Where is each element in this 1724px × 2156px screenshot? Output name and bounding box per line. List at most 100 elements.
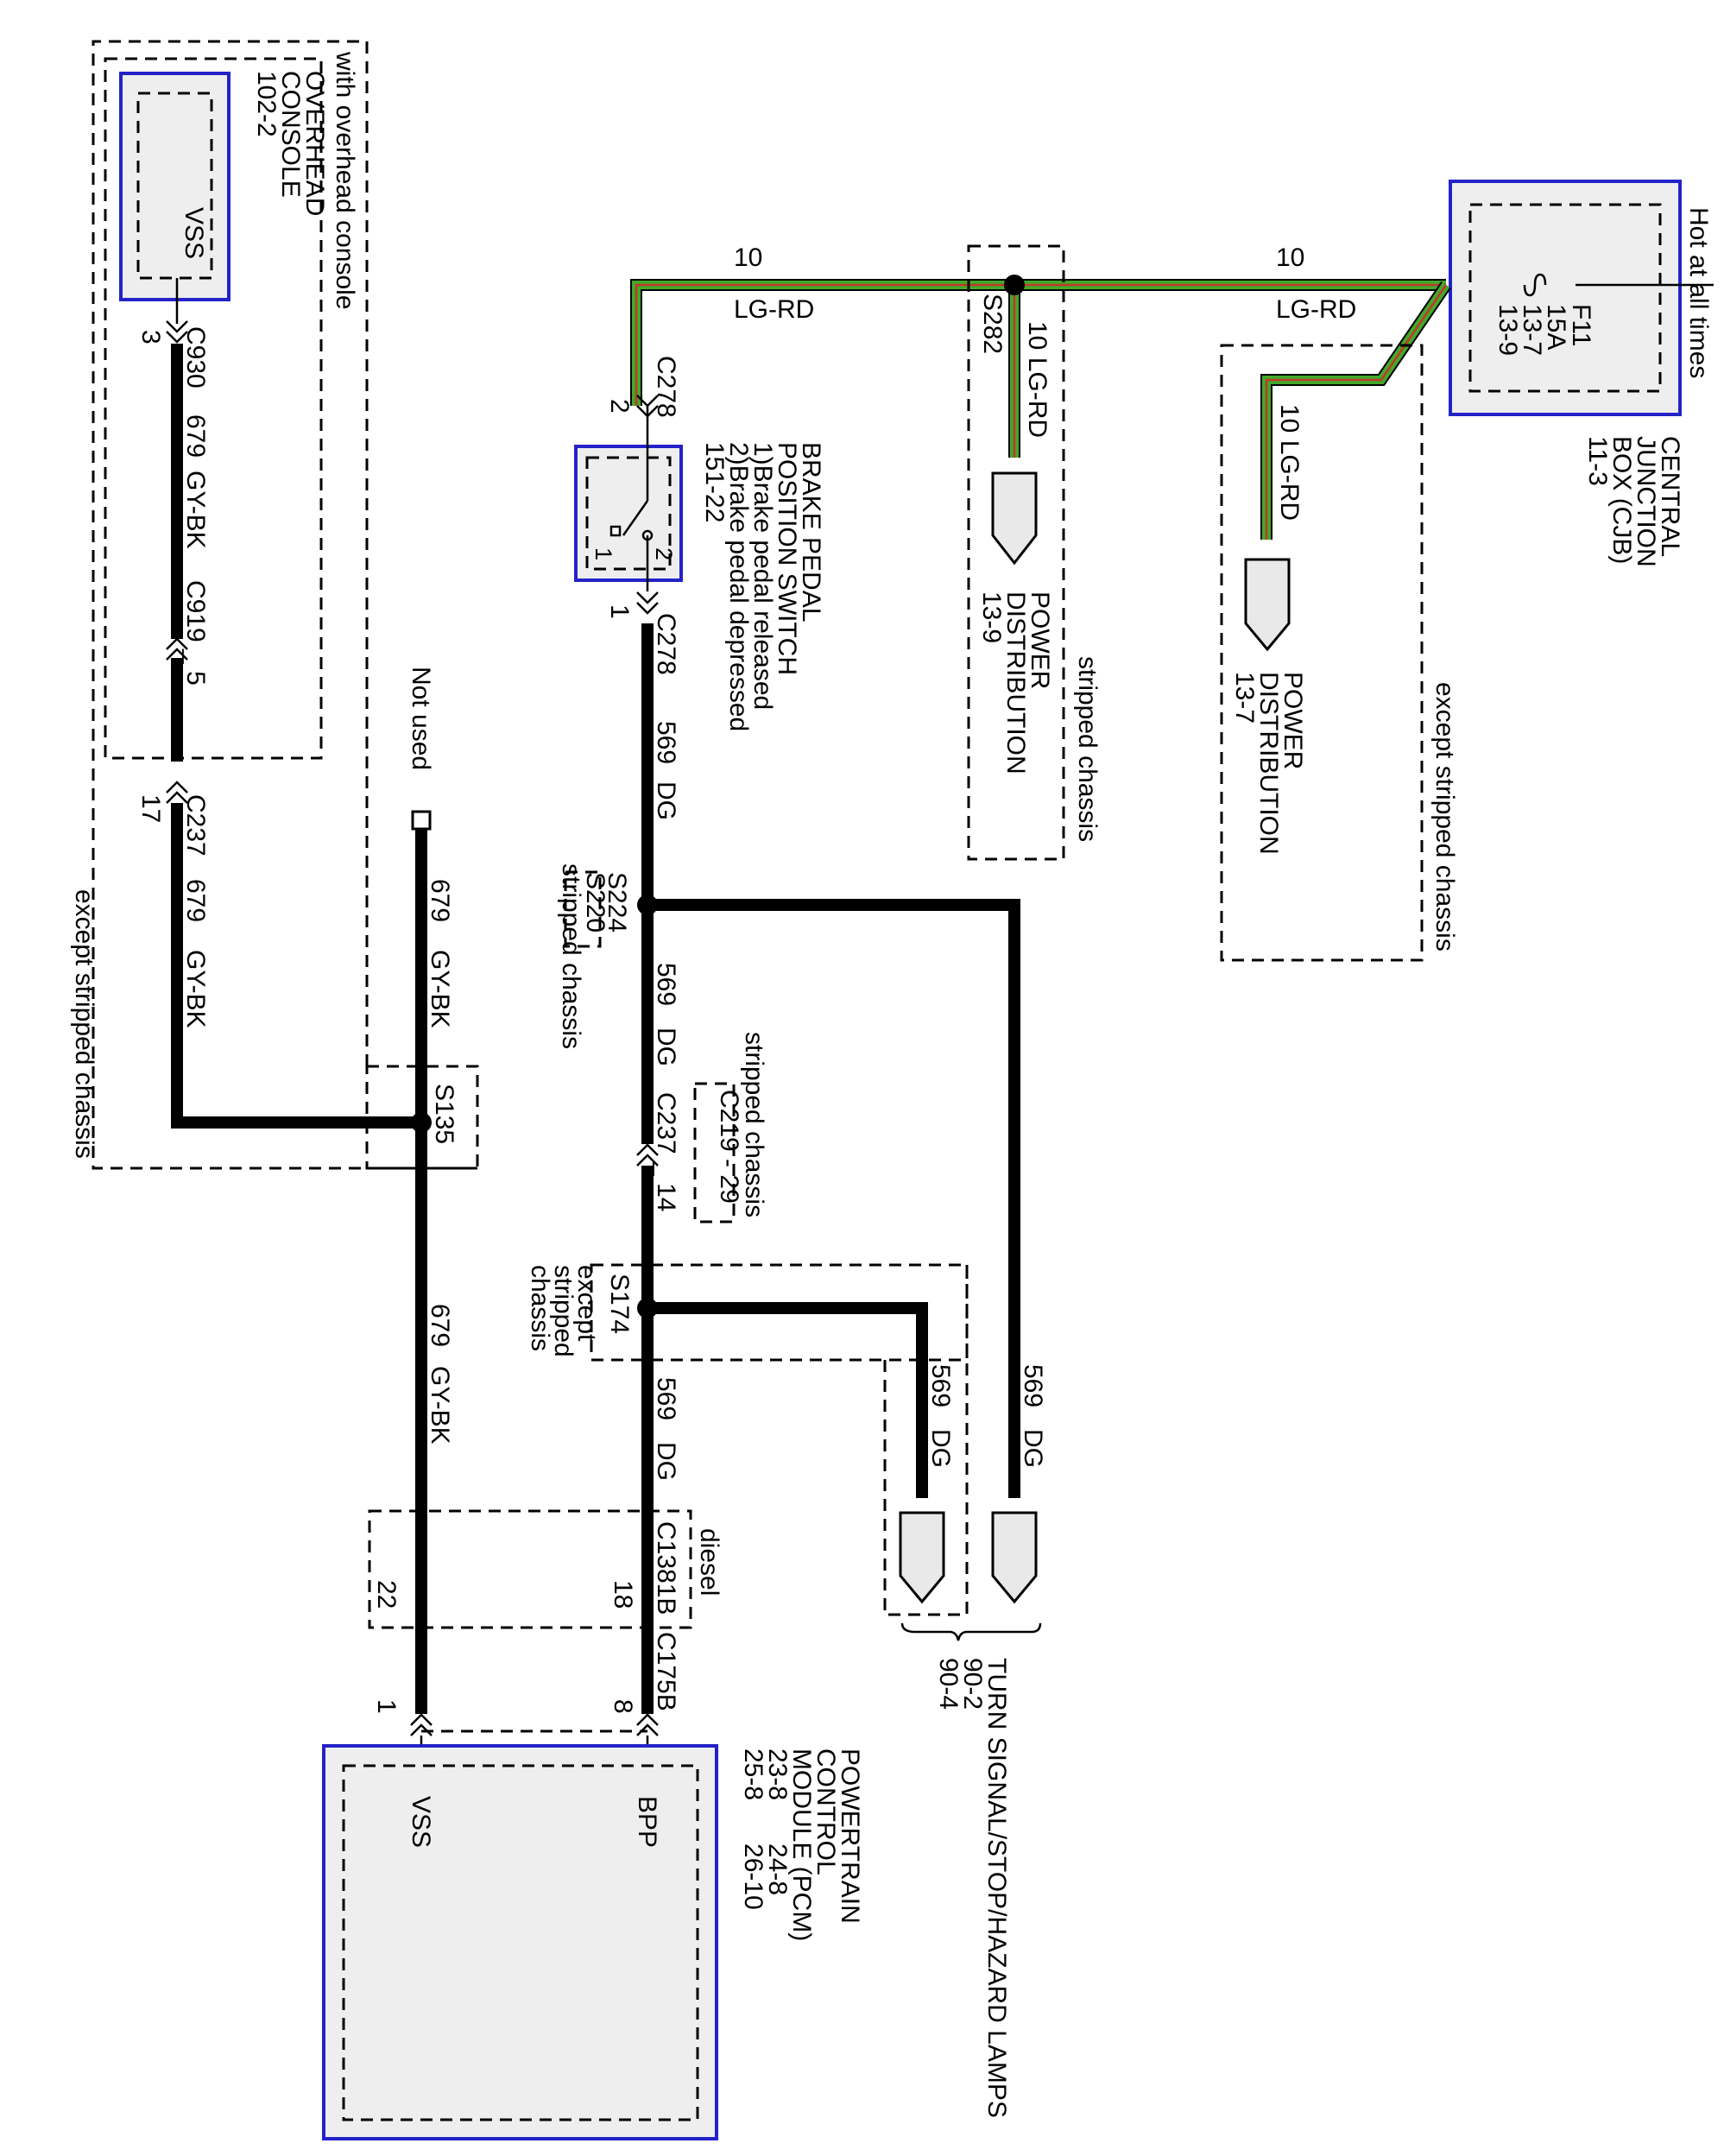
s174-note-line-1: except xyxy=(572,1265,601,1342)
switch-pin-1: 1 xyxy=(590,547,616,560)
feed-color-right: LG-RD xyxy=(1276,295,1356,324)
pcm-refs-row-2: 25-8 26-10 xyxy=(739,1748,767,1910)
c278-top-pin: 2 xyxy=(605,399,634,414)
overhead-name-line-2: CONSOLE xyxy=(276,71,305,198)
power-dist-stripped-line-3: 13-9 xyxy=(977,591,1006,643)
lamp-terminal-2[interactable] xyxy=(991,1511,1038,1604)
hot-at-all-times-label: Hot at all times xyxy=(1684,207,1713,378)
pcm-refs-row-1: 23-8 24-8 xyxy=(763,1748,792,1895)
lamp-dashed-region xyxy=(883,1265,969,1616)
connector-c237-vss[interactable] xyxy=(166,781,188,804)
feed-color-left: LG-RD xyxy=(734,295,814,324)
diesel-note: diesel xyxy=(695,1528,723,1596)
c237-vss-label: C237 xyxy=(181,794,210,857)
overhead-console[interactable] xyxy=(119,72,230,324)
bpp-wire-569-dg[interactable] xyxy=(641,623,1020,1714)
brake-pedal-position-switch[interactable] xyxy=(574,406,683,591)
bpp-color-2: DG xyxy=(652,1027,680,1066)
lamp-terminal-1[interactable] xyxy=(899,1511,945,1604)
bpp-color-3: DG xyxy=(652,1442,680,1481)
splice-s224-label: S224 xyxy=(603,872,631,933)
cjb-name-line-1: CENTRAL xyxy=(1656,436,1684,557)
bpp-circuit-2: 569 xyxy=(652,963,680,1006)
vss-circuit-3: 679 xyxy=(426,879,454,922)
splice-s174-dot xyxy=(637,1298,658,1318)
lamp-branch-2-color: DG xyxy=(1019,1429,1047,1468)
c930-pin: 3 xyxy=(136,330,165,345)
splice-s282-label: S282 xyxy=(978,294,1007,354)
lamp-branch-2-circuit: 569 xyxy=(1019,1364,1047,1407)
c237-bpp-label: C237 _ 14 xyxy=(652,1092,680,1211)
s220-box xyxy=(564,870,602,948)
splice-s135-label: S135 xyxy=(430,1084,458,1144)
stripped-chassis-note: stripped chassis xyxy=(1073,656,1102,842)
stripped-chassis-region xyxy=(967,244,1065,861)
diesel-region xyxy=(368,1509,692,1629)
feed-wire-lg-rd[interactable] xyxy=(630,279,1451,540)
feed-branch-2-label: 10 LG-RD xyxy=(1275,404,1304,521)
c919-label: C919 _ 5 xyxy=(181,580,210,686)
pcm-name-line-1: POWERTRAIN xyxy=(836,1748,864,1924)
connector-c278-top[interactable] xyxy=(636,395,659,418)
switch-name-line-1: BRAKE PEDAL xyxy=(797,442,825,622)
overhead-pin-vss: VSS xyxy=(180,207,208,259)
feed-gauge-right: 10 xyxy=(1276,243,1304,272)
not-used-stub xyxy=(411,810,432,831)
not-used-label: Not used xyxy=(407,667,435,770)
cjb-name-line-4: 11-3 xyxy=(1583,436,1612,486)
except-stripped-vss-region xyxy=(92,40,477,1170)
lamp-bracket xyxy=(900,1622,1042,1641)
connector-c278-bottom[interactable] xyxy=(636,591,659,615)
c219-stripped-note: stripped chassis xyxy=(740,1032,768,1217)
cjb-name-line-3: BOX (CJB) xyxy=(1607,436,1636,564)
vss-circuit-1: 679 xyxy=(181,414,210,458)
cjb-name-line-2: JUNCTION xyxy=(1632,436,1660,567)
c930-label: C930 xyxy=(181,326,210,389)
connector-c930[interactable] xyxy=(166,320,188,344)
c1381b-label: C1381B xyxy=(652,1521,680,1615)
powertrain-control-module[interactable] xyxy=(322,1744,718,2140)
power-dist-except-line-3: 13-7 xyxy=(1230,672,1259,724)
switch-name-line-3: 1)Brake pedal released xyxy=(748,442,777,710)
c1381b-pin-vss: 22 xyxy=(372,1580,401,1609)
central-junction-box[interactable] xyxy=(1449,180,1714,416)
switch-name-line-5: 151-22 xyxy=(700,442,729,522)
connector-c919[interactable] xyxy=(166,637,188,661)
pcm-name-line-3: MODULE (PCM) xyxy=(787,1748,816,1941)
fuse-ref-2: 13-9 xyxy=(1494,304,1522,356)
vss-circuit-2: 679 xyxy=(181,879,210,922)
lamps-line-1: TURN SIGNAL/STOP/HAZARD LAMPS xyxy=(982,1658,1011,2118)
vss-circuit-4: 679 xyxy=(426,1304,454,1347)
s135-region xyxy=(365,1065,479,1170)
c219-label: C219 - 29 xyxy=(715,1090,743,1204)
c278-bottom-pin: 1 xyxy=(605,604,634,619)
c175b-pin-vss: 1 xyxy=(372,1699,401,1714)
pcm-pin-bpp: BPP xyxy=(633,1796,661,1848)
power-dist-stripped-terminal[interactable] xyxy=(991,471,1038,566)
fuse-ref-1: 13-7 xyxy=(1518,304,1546,356)
s174-note-line-2: stripped xyxy=(549,1265,578,1357)
c278-top-label: C278 xyxy=(652,356,680,418)
feed-gauge-left: 10 xyxy=(734,243,762,272)
vss-color-3: GY-BK xyxy=(426,950,454,1028)
switch-pin-2: 2 xyxy=(651,547,677,560)
fuse-rating: 15A xyxy=(1542,304,1570,350)
switch-name-line-4: 2)Brake pedal depressed xyxy=(724,442,753,731)
splice-s282-dot xyxy=(1004,275,1025,295)
vss-color-2: GY-BK xyxy=(181,950,210,1028)
power-dist-stripped-line-1: POWER xyxy=(1026,591,1054,689)
vss-wire-679-gy-bk[interactable] xyxy=(171,344,427,1714)
s174-note-line-3: chassis xyxy=(526,1265,554,1351)
overhead-name-line-1: OVERHEAD xyxy=(300,71,329,216)
feed-branch-1-label: 10 LG-RD xyxy=(1023,321,1051,438)
c219-box xyxy=(693,1082,736,1223)
power-dist-except-terminal[interactable] xyxy=(1244,558,1291,652)
c1381b-pin-bpp: 18 xyxy=(609,1580,637,1609)
lamps-line-2: 90-2 xyxy=(958,1658,987,1710)
connector-c237-bpp[interactable] xyxy=(636,1143,659,1167)
lamps-line-3: 90-4 xyxy=(934,1658,963,1710)
power-dist-stripped-line-2: DISTRIBUTION xyxy=(1001,591,1030,775)
splice-s174-label: S174 xyxy=(605,1274,634,1334)
c175b-label: C175B xyxy=(652,1632,680,1711)
